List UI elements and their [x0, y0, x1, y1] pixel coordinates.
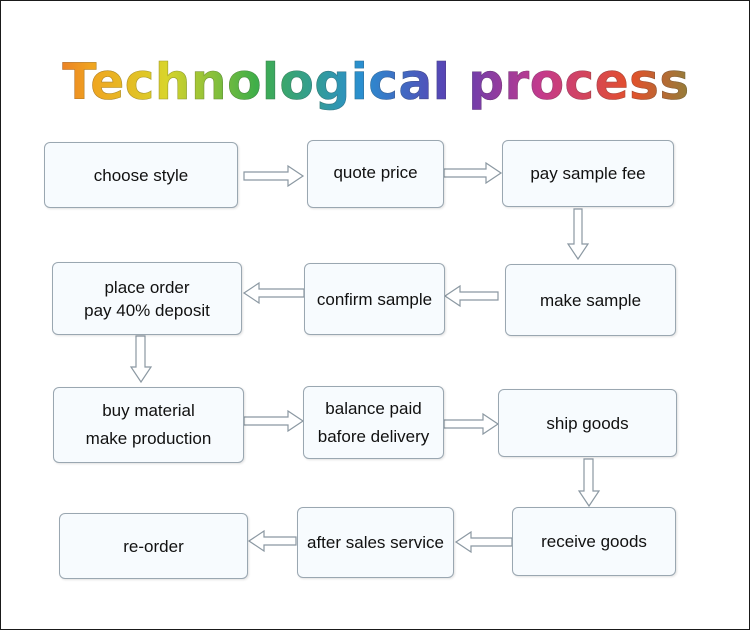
step-make-sample: make sample	[505, 264, 676, 336]
arrow-left-2	[242, 281, 305, 305]
step-label-line-1: balance paid	[325, 398, 422, 418]
arrow-left-4	[247, 529, 297, 553]
step-label: after sales service	[307, 533, 444, 552]
step-label-line-2: make production	[85, 429, 212, 448]
arrow-right-2	[443, 161, 503, 185]
step-label: confirm sample	[316, 289, 433, 309]
step-quote-price: quote price	[307, 140, 444, 208]
arrow-down-2	[129, 335, 153, 384]
step-balance-paid: balance paid bafore delivery	[303, 386, 444, 459]
step-label: quote price	[333, 163, 418, 182]
step-reorder: re-order	[59, 513, 248, 579]
arrow-down-3	[577, 458, 601, 508]
step-label: ship goods	[546, 413, 629, 433]
arrow-right-4	[443, 412, 500, 436]
step-label-line-1: place order	[104, 277, 190, 297]
step-label-line-2: bafore delivery	[317, 426, 430, 446]
step-label-line-1: buy material	[102, 401, 195, 420]
step-choose-style: choose style	[44, 142, 238, 208]
step-ship-goods: ship goods	[498, 389, 677, 457]
step-label: re-order	[123, 536, 184, 556]
arrow-down-1	[566, 208, 590, 261]
arrow-left-3	[454, 530, 513, 554]
step-label: choose style	[93, 165, 189, 185]
step-pay-sample-fee: pay sample fee	[502, 140, 674, 207]
step-label: receive goods	[541, 532, 647, 551]
step-label: pay sample fee	[530, 164, 646, 183]
arrow-left-1	[443, 284, 499, 308]
step-receive-goods: receive goods	[512, 507, 676, 576]
step-label: make sample	[539, 290, 642, 310]
step-label-line-2: pay 40% deposit	[84, 300, 210, 320]
step-after-sales-service: after sales service	[297, 507, 454, 578]
diagram-title: Technological process	[1, 53, 750, 112]
arrow-right-1	[243, 164, 305, 188]
step-buy-material: buy material make production	[53, 387, 244, 463]
step-confirm-sample: confirm sample	[304, 263, 445, 335]
arrow-right-3	[243, 409, 305, 433]
step-place-order: place order pay 40% deposit	[52, 262, 242, 335]
